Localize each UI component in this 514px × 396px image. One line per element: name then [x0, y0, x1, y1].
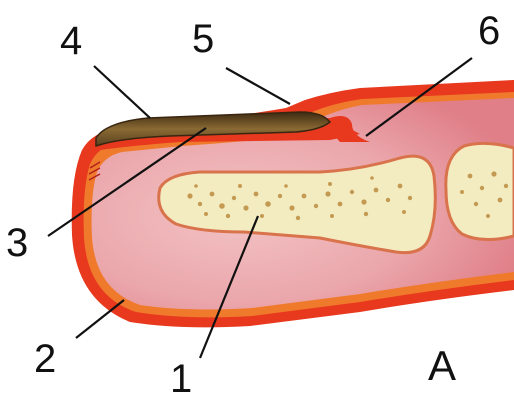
callout-5: 5 — [192, 17, 214, 61]
callout-4: 4 — [60, 19, 82, 63]
leader-line-2 — [76, 300, 124, 338]
callout-1: 1 — [170, 357, 192, 396]
callout-3: 3 — [6, 221, 28, 265]
callout-2: 2 — [34, 337, 56, 381]
middle-phalanx-bone — [446, 143, 514, 239]
leader-line-5 — [226, 68, 290, 104]
callout-6: 6 — [478, 9, 500, 53]
panel-label: A — [428, 342, 456, 389]
leader-line-4 — [94, 66, 150, 118]
